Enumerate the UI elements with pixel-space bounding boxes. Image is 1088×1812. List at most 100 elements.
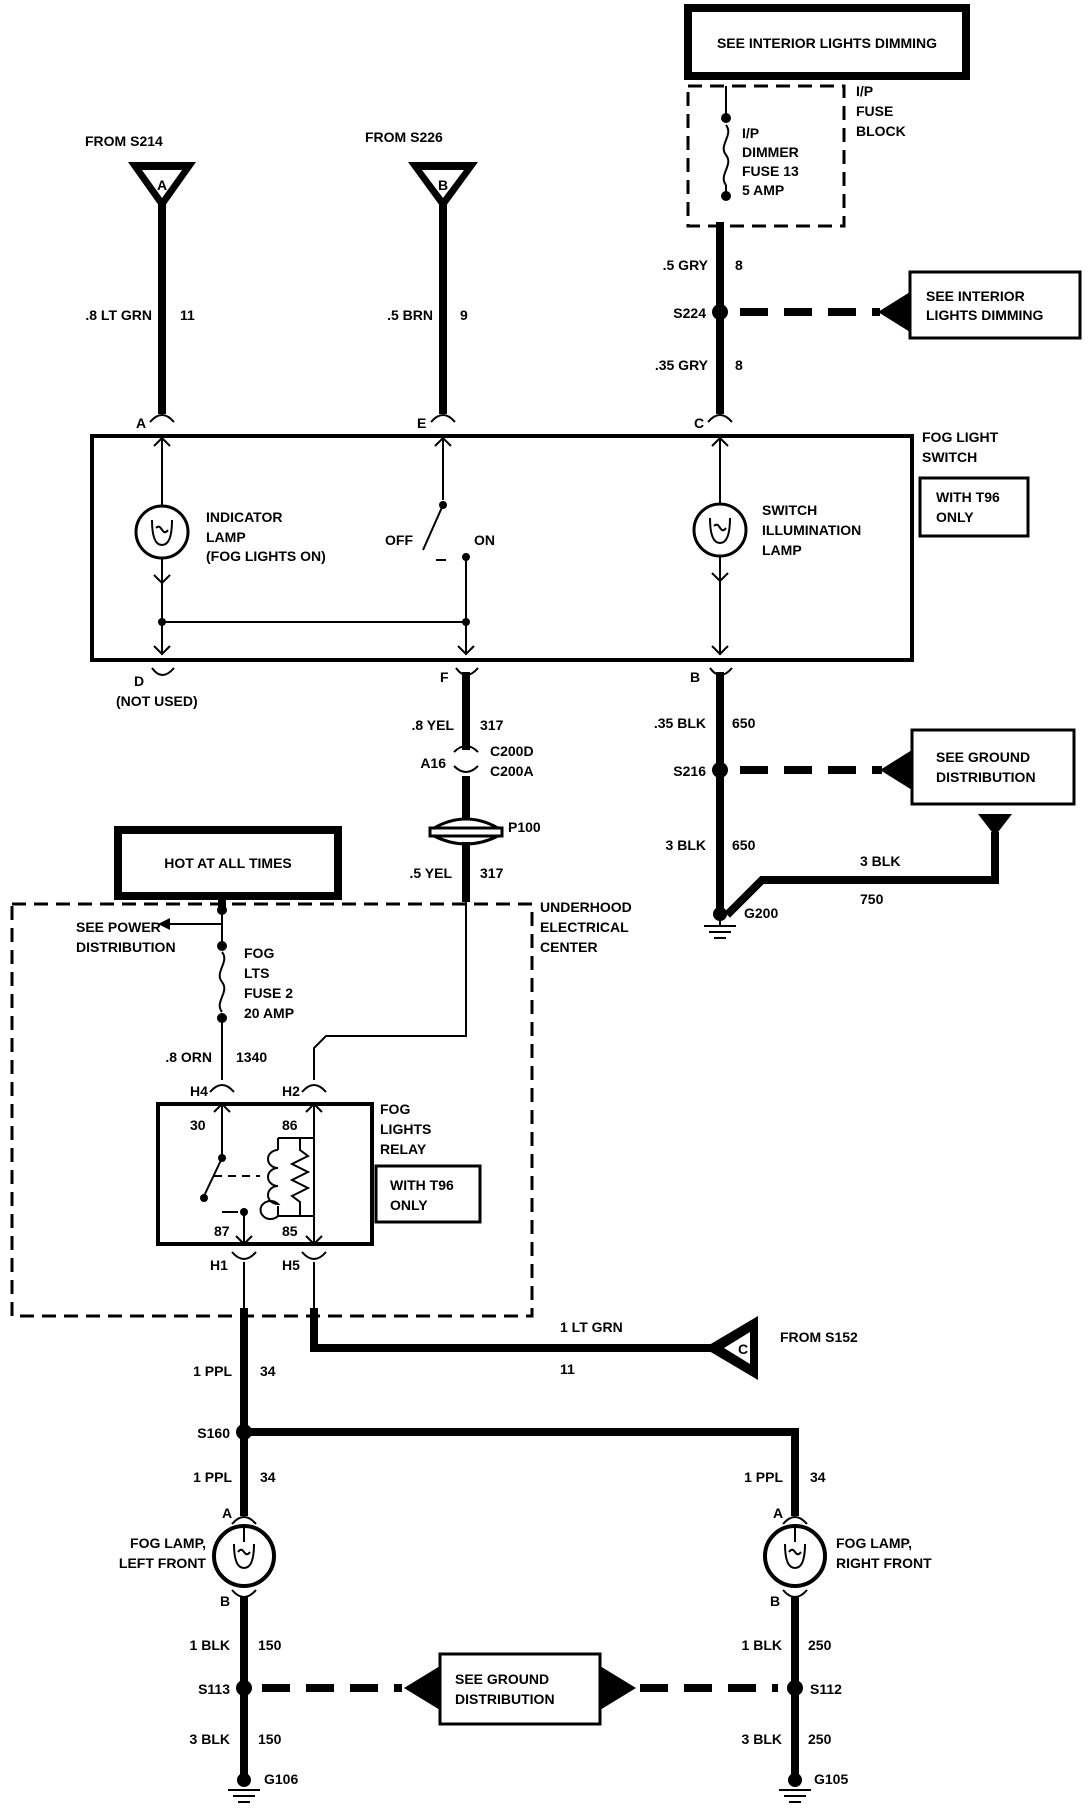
interior-dimming-box-label: SEE INTERIOR LIGHTS DIMMING [717, 35, 937, 51]
wire-blk-750 [724, 832, 999, 918]
hot-at-all-times-label: HOT AT ALL TIMES [164, 855, 292, 871]
ppl-label: 1 PPL [193, 1363, 232, 1379]
s112-label: S112 [810, 1681, 842, 1697]
s216-label: S216 [673, 763, 706, 779]
see-ground-bottom-2: DISTRIBUTION [455, 1691, 555, 1707]
connector-a-inner [142, 170, 182, 198]
from-s226-label: FROM S226 [365, 129, 443, 145]
h5-label: H5 [282, 1257, 300, 1273]
relay-87-arrow [235, 1235, 253, 1246]
power-dist-arrow [158, 918, 170, 930]
switch-with-t96-1: WITH T96 [936, 489, 1000, 505]
relay-with-t96-1: WITH T96 [390, 1177, 454, 1193]
g200-label: G200 [744, 905, 778, 921]
wire-a-label: .8 LT GRN [85, 307, 152, 323]
see-power-2: DISTRIBUTION [76, 939, 176, 955]
left-fog-lamp-filament [233, 1526, 255, 1570]
fog-light-switch-box [90, 434, 914, 662]
connector-c-letter: C [738, 1341, 748, 1357]
c200d-label: C200D [490, 743, 534, 759]
relay-pin-86: 86 [282, 1117, 298, 1133]
switch-name-2: SWITCH [922, 449, 977, 465]
switch-with-t96-box [918, 476, 1030, 538]
ip-dimmer-fuse-2: DIMMER [742, 144, 799, 160]
wire-b-number: 9 [460, 307, 468, 323]
switch-off-label: OFF [385, 532, 413, 548]
switch-bus-junction [462, 618, 470, 626]
uec-label-2: ELECTRICAL [540, 919, 629, 935]
wire-a-number: 11 [180, 307, 195, 323]
not-used-label: (NOT USED) [116, 693, 198, 709]
see-ground-box-bottom [438, 1652, 602, 1726]
right-lamp-label-1: FOG LAMP, [836, 1535, 912, 1551]
s112-splice [787, 1680, 803, 1696]
blk-label: .35 BLK [654, 715, 706, 731]
yel2-label: .5 YEL [409, 865, 452, 881]
connector-c-inner [724, 1332, 750, 1364]
interior-dimming-reference-box [684, 4, 970, 80]
see-ground-bottom-1: SEE GROUND [455, 1671, 549, 1687]
hot-at-all-times-box [114, 826, 342, 900]
blk-number: 650 [732, 715, 756, 731]
h1-label: H1 [210, 1257, 228, 1273]
gry-top-number: 8 [735, 257, 743, 273]
pin-b-label: B [690, 669, 700, 685]
illum-label-1: SWITCH [762, 502, 817, 518]
see-power-1: SEE POWER [76, 919, 161, 935]
indicator-lamp-filament [151, 519, 173, 547]
illum-arrow-top [711, 436, 729, 447]
from-s214-label: FROM S214 [85, 133, 163, 149]
illumination-lamp-bulb [692, 502, 748, 558]
see-ground-box-mid [910, 728, 1076, 806]
left-lamp-pin-b: B [220, 1593, 230, 1609]
pin-a-connector [149, 414, 175, 423]
blk3-label: 3 BLK [666, 837, 706, 853]
p100-label: P100 [508, 819, 541, 835]
pin-f-label: F [440, 669, 449, 685]
blk3-left-label: 3 BLK [190, 1731, 230, 1747]
s160-label: S160 [197, 1425, 230, 1441]
relay-86-arrow [305, 1102, 323, 1113]
blk-left-number: 150 [258, 1637, 282, 1653]
left-lamp-pin-a: A [222, 1505, 232, 1521]
gry-bot-label: .35 GRY [655, 357, 709, 373]
gry-bot-number: 8 [735, 357, 743, 373]
pin-d-connector [151, 667, 175, 676]
relay-with-t96-2: ONLY [390, 1197, 428, 1213]
h1-connector [231, 1251, 257, 1260]
orn-number: 1340 [236, 1049, 267, 1065]
s224-reference-arrow [878, 292, 910, 332]
illum-label-2: ILLUMINATION [762, 522, 861, 538]
blk-right-label: 1 BLK [742, 1637, 782, 1653]
ppl-left-number: 34 [260, 1469, 276, 1485]
s216-reference-arrow [880, 750, 912, 790]
yel-label: .8 YEL [411, 717, 454, 733]
pin-e-label: E [417, 415, 426, 431]
relay-30-arrow [213, 1102, 231, 1113]
yel-to-h2-wire [313, 898, 467, 1080]
s224-label: S224 [673, 305, 706, 321]
ppl-left-label: 1 PPL [193, 1469, 232, 1485]
fuse13-element [722, 124, 730, 186]
orn-label: .8 ORN [165, 1049, 212, 1065]
s113-label: S113 [198, 1681, 230, 1697]
right-lamp-pin-b: B [770, 1593, 780, 1609]
pin-e-connector [430, 414, 456, 423]
s216-splice [712, 762, 728, 778]
switch-with-t96-2: ONLY [936, 509, 974, 525]
fuse2-label-2: LTS [244, 965, 269, 981]
g106-label: G106 [264, 1771, 298, 1787]
fuse2-terminal-top [217, 941, 227, 951]
switch-on-label: ON [474, 532, 495, 548]
right-lamp-pin-a-connector [782, 1516, 808, 1525]
indicator-arrow-bottom [153, 645, 171, 656]
g105-label: G105 [814, 1771, 848, 1787]
right-lamp-pin-a: A [773, 1505, 783, 1521]
ltgrn-number: 11 [560, 1361, 575, 1377]
gry-top-label: .5 GRY [663, 257, 709, 273]
switch-blade [422, 504, 444, 551]
h2-connector [301, 1084, 327, 1093]
wire-b-label: .5 BRN [387, 307, 433, 323]
left-lamp-pin-b-connector [231, 1589, 257, 1598]
